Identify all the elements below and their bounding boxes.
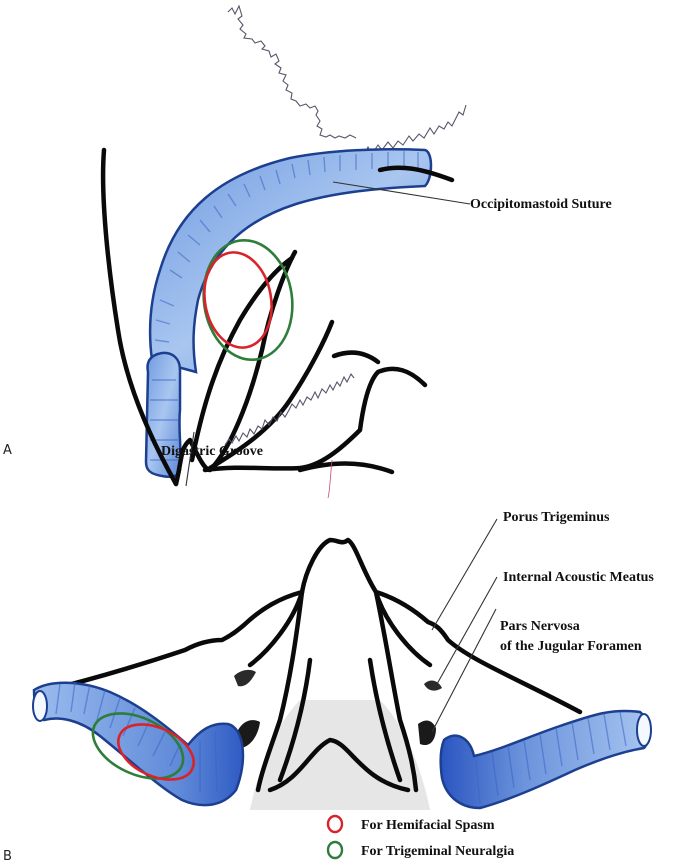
label-pars-nervosa: Pars Nervosa: [500, 619, 580, 634]
label-occipitomastoid-suture: Occipitomastoid Suture: [470, 197, 612, 212]
groove-line-3: [297, 461, 395, 475]
legend-item-trigeminal: For Trigeminal Neuralgia: [326, 840, 514, 860]
upper-ridge-outline: [377, 165, 455, 183]
label-digastric-groove: Digastric Groove: [161, 444, 263, 459]
label-jugular-foramen: of the Jugular Foramen: [500, 639, 642, 654]
mastoid-inner-outline: [189, 255, 295, 463]
sinus-opening-left: [32, 690, 48, 722]
panel-b: Porus Trigeminus Internal Acoustic Meatu…: [3, 510, 654, 864]
sigmoid-sinus-b-right: [439, 709, 651, 810]
legend: For Hemifacial Spasm For Trigeminal Neur…: [326, 814, 514, 860]
jugular-right-edge: [373, 589, 433, 668]
trigeminal-neuralgia-marker-b: [91, 712, 185, 780]
iam-right: [424, 680, 442, 691]
groove-line-2: [202, 366, 428, 473]
groove-line-4: [331, 350, 381, 365]
clivus-inner-left: [277, 657, 313, 783]
legend-marker-green-icon: [326, 840, 344, 860]
panel-a: Occipitomastoid Suture Digastric Groove …: [3, 4, 612, 499]
jugular-foramen-right: [418, 720, 436, 746]
sinus-texture-a: [150, 151, 419, 461]
lambdoid-suture-line: [227, 4, 357, 139]
porus-leader: [431, 518, 498, 631]
jugular-left-edge: [247, 589, 305, 668]
iam-left: [234, 669, 256, 687]
clivus-inner-right: [367, 657, 403, 783]
clivus-left: [255, 589, 305, 793]
petrous-bone-outline: [37, 537, 583, 715]
occipitomastoid-suture-line: [224, 372, 355, 446]
occipitomastoid-leader: [332, 181, 471, 205]
clivus-right: [373, 589, 419, 793]
legend-label-hemifacial: For Hemifacial Spasm: [361, 818, 495, 833]
sinus-opening-right: [636, 713, 652, 747]
sinus-texture-b: [55, 681, 627, 805]
clivus-shadow: [250, 700, 430, 810]
vessel-thin-line: [327, 459, 333, 499]
hemifacial-spasm-marker-a: [203, 251, 273, 349]
legend-marker-red-icon: [326, 814, 344, 834]
label-internal-acoustic-meatus: Internal Acoustic Meatus: [503, 570, 654, 585]
legend-label-trigeminal: For Trigeminal Neuralgia: [361, 844, 514, 859]
digastric-outline: [173, 249, 298, 487]
iam-leader: [436, 576, 498, 685]
panel-label-b: B: [3, 849, 12, 864]
label-porus-trigeminus: Porus Trigeminus: [503, 510, 610, 525]
panel-label-a: A: [3, 443, 12, 458]
hemifacial-spasm-marker-b: [117, 723, 195, 781]
jugular-foramen-left: [238, 720, 260, 748]
legend-item-hemifacial: For Hemifacial Spasm: [326, 814, 495, 834]
mastoid-outline-left: [100, 147, 179, 487]
foramen-magnum-arch: [267, 737, 411, 793]
pars-leader: [431, 608, 497, 733]
groove-line-1: [207, 319, 335, 471]
digastric-leader: [185, 431, 195, 487]
